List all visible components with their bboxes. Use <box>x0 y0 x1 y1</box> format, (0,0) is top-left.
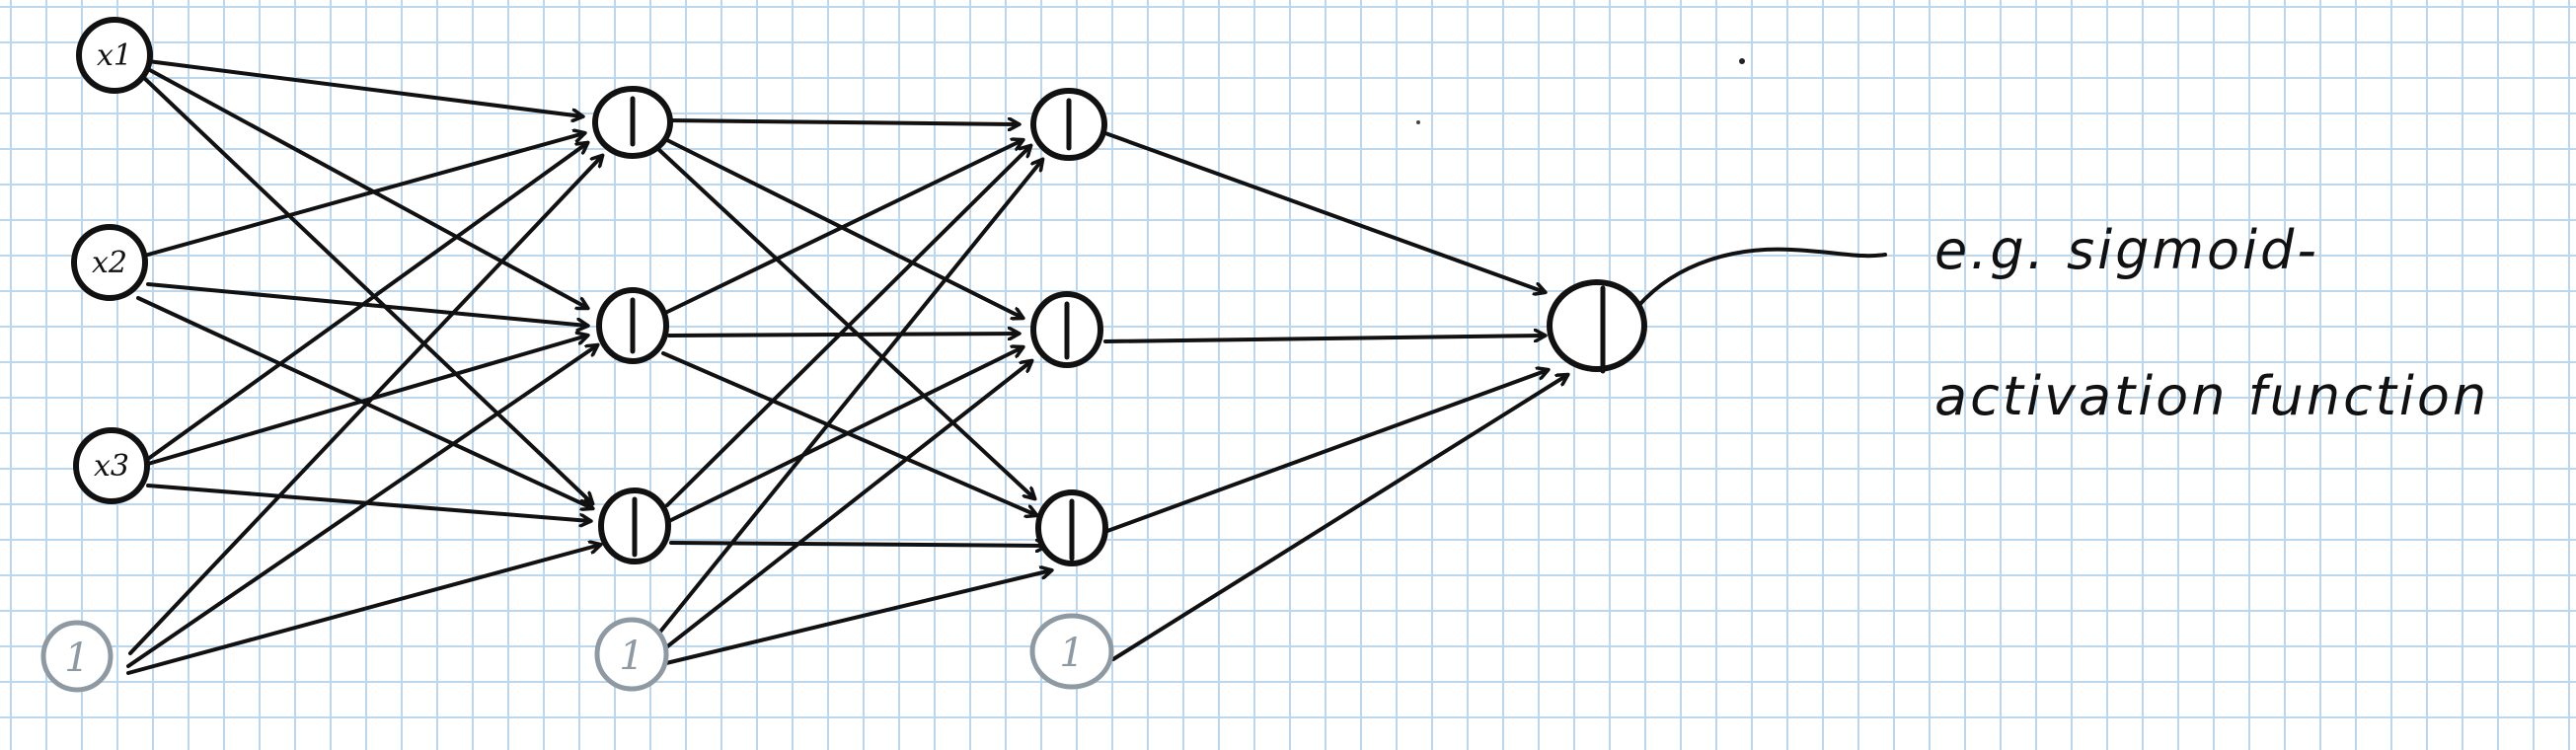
input-node-x3: x3 <box>73 427 150 504</box>
bias-node-hidden-1: 1 <box>594 617 669 692</box>
edge-h1-3-h2-3 <box>669 543 1046 546</box>
edge-h1-1-h2-3 <box>657 148 1034 498</box>
bias-node-hidden-2: 1 <box>1029 613 1114 690</box>
edge-h2-2-out <box>1103 336 1545 343</box>
hidden-2-node-3 <box>1035 489 1108 566</box>
hidden-2-node-1 <box>1030 88 1107 161</box>
bias-node-label: 1 <box>64 636 89 681</box>
edge-x3-h1-2 <box>146 336 587 466</box>
edge-h2-1-out <box>1103 131 1545 292</box>
hidden-1-node-3 <box>598 488 671 564</box>
bias-node-label: 1 <box>1059 631 1084 676</box>
edge-h1-3-h2-1 <box>665 146 1030 507</box>
edge-bias0-h1-1 <box>128 156 602 655</box>
edge-x3-h1-1 <box>146 143 587 461</box>
edge-x2-h1-2 <box>146 282 587 326</box>
edge-bias0-h1-2 <box>126 345 597 668</box>
edge-bias1-h2-1 <box>654 160 1042 638</box>
annotation-leader-line <box>1636 247 1887 308</box>
bias-node-input-layer: 1 <box>40 620 114 693</box>
edge-x1-h1-2 <box>146 67 587 308</box>
edge-h1-2-h2-1 <box>661 140 1023 316</box>
stray-dot <box>1739 58 1745 64</box>
output-node <box>1547 279 1647 374</box>
edge-h1-2-h2-2 <box>667 334 1019 336</box>
edge-h2-3-out <box>1105 370 1548 533</box>
input-node-x1: x1 <box>76 17 153 94</box>
annotation-line-2: activation function <box>1934 365 2490 427</box>
edge-x1-h1-1 <box>146 59 582 116</box>
input-node-label: x3 <box>94 449 129 484</box>
edge-bias1-h2-3 <box>664 570 1051 665</box>
edge-h1-1-h2-1 <box>667 120 1019 124</box>
hidden-1-node-1 <box>592 86 673 159</box>
input-node-x2: x2 <box>71 224 148 301</box>
edge-bias0-h1-3 <box>126 545 600 675</box>
stray-dot <box>1416 120 1420 124</box>
edge-bias2-out <box>1111 375 1567 661</box>
input-node-label: x1 <box>97 38 132 73</box>
input-node-label: x2 <box>92 246 127 280</box>
nodes: x1 x2 x3 1 1 <box>40 17 1647 693</box>
bias-node-label: 1 <box>619 634 644 679</box>
edge-h1-3-h2-2 <box>667 347 1023 523</box>
edge-x2-h1-1 <box>146 133 584 257</box>
connections <box>126 59 1887 675</box>
hidden-2-node-2 <box>1030 291 1103 368</box>
hidden-1-node-2 <box>596 287 669 364</box>
annotation-line-1: e.g. sigmoid- <box>1934 219 2319 281</box>
edge-x1-h1-3 <box>141 75 592 503</box>
edge-bias1-h2-2 <box>659 361 1031 653</box>
